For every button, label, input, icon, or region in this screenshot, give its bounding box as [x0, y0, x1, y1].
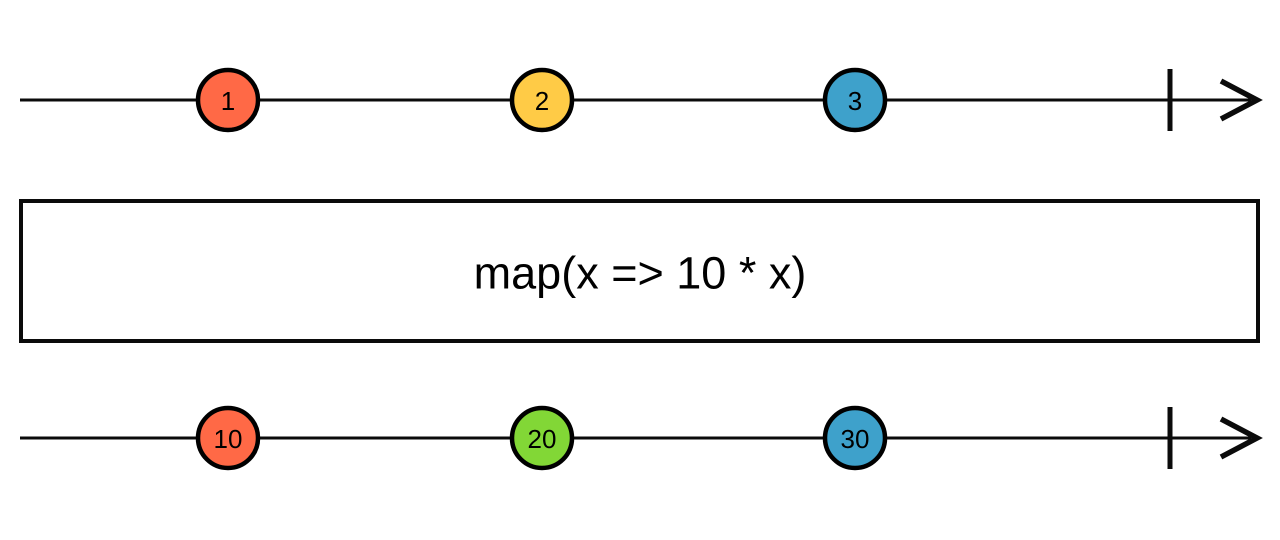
- marble-label: 20: [528, 424, 557, 454]
- marble-label: 2: [535, 86, 549, 116]
- input-arrowhead-icon: [1219, 78, 1263, 122]
- marble-circle[interactable]: [509, 67, 575, 133]
- marble-circle: [822, 405, 888, 471]
- operator-rect: [19, 199, 1260, 343]
- marble-circle[interactable]: [822, 67, 888, 133]
- marble: 30: [822, 405, 888, 471]
- marble-circle: [195, 405, 261, 471]
- marble-label: 3: [848, 86, 862, 116]
- marble[interactable]: 3: [822, 67, 888, 133]
- marble-label: 1: [221, 86, 235, 116]
- output-stream: 10 20 30: [20, 405, 1263, 471]
- input-stream: 1 2 3: [20, 67, 1263, 133]
- marble-circle[interactable]: [195, 67, 261, 133]
- marble-label: 10: [214, 424, 243, 454]
- operator-box: map(x => 10 * x): [19, 199, 1260, 343]
- marble[interactable]: 2: [509, 67, 575, 133]
- marble[interactable]: 1: [195, 67, 261, 133]
- marble: 10: [195, 405, 261, 471]
- marble: 20: [509, 405, 575, 471]
- marble-circle: [509, 405, 575, 471]
- output-arrowhead-icon: [1219, 416, 1263, 460]
- operator-label: map(x => 10 * x): [474, 248, 807, 299]
- marble-label: 30: [841, 424, 870, 454]
